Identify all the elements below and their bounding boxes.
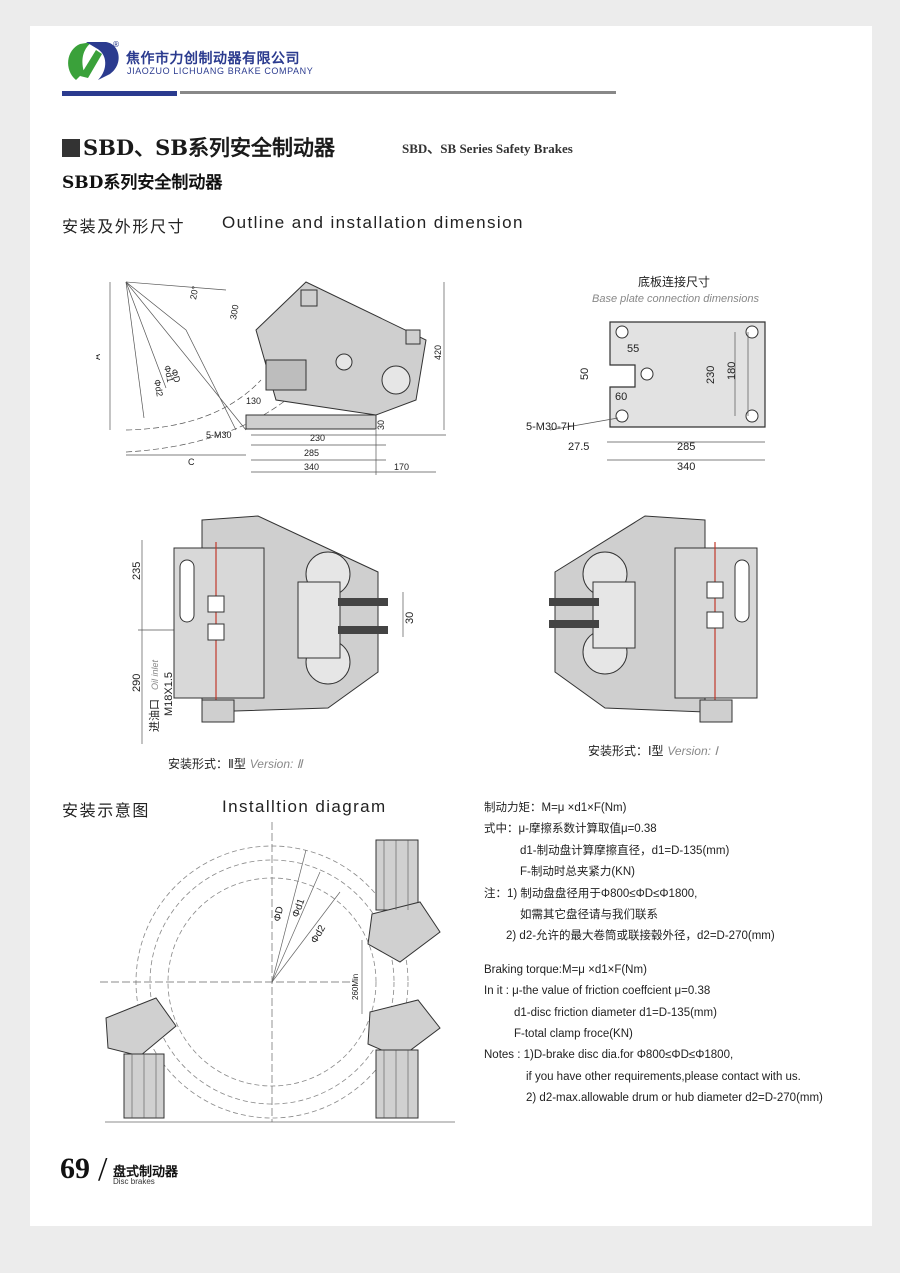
note-cn-7: 2) d2-允许的最大卷筒或联接毂外径，d2=D-270(mm): [506, 930, 775, 943]
dim-d0-label: ΦD: [169, 368, 182, 384]
base-plate-drawing: 底板连接尺寸 Base plate connection dimensions …: [526, 274, 766, 473]
dim-420-label: 420: [433, 345, 443, 360]
note-en-7: 2) d2-max.allowable drum or hub diameter…: [526, 1092, 823, 1105]
dim-230-base-label: 230: [705, 366, 717, 384]
dim-130-label: 130: [246, 396, 261, 406]
note-cn-4: F-制动时总夹紧力(KN): [520, 866, 635, 879]
note-cn-1: 制动力矩：M=μ ×d1×F(Nm): [484, 802, 627, 814]
dim-340-label: 340: [304, 462, 319, 472]
front-view-version1: [549, 515, 758, 723]
version1-caption: 安装形式：Ⅰ型 Version: Ⅰ: [588, 744, 718, 758]
section-outline-en: Outline and installation dimension: [222, 213, 524, 232]
dim-235-label: 235: [131, 562, 143, 580]
formula-notes: 制动力矩：M=μ ×d1×F(Nm) 式中：μ-摩擦系数计算取值μ=0.38 d…: [484, 798, 864, 1110]
dim-290-label: 290: [131, 674, 143, 692]
note-en-6: if you have other requirements,please co…: [526, 1070, 801, 1083]
note-cn-2: 式中：μ-摩擦系数计算取值μ=0.38: [484, 823, 657, 836]
company-name-cn: 焦作市力创制动器有限公司: [126, 51, 300, 67]
company-logo-icon: [68, 42, 119, 80]
header-rule-gray: [180, 91, 616, 94]
base-plate-title-en: Base plate connection dimensions: [592, 293, 759, 305]
note-en-2: In it : μ-the value of friction coeffcie…: [484, 985, 711, 998]
dim-55-label: 55: [627, 343, 639, 355]
footer-category-cn: 盘式制动器: [113, 1165, 179, 1180]
dim-170-label: 170: [394, 462, 409, 472]
diagram-min-label: 260Min: [351, 974, 360, 1000]
page-number: 69: [60, 1152, 90, 1185]
side-view-drawing: A C ΦD Φd2 Φd1 20° 300 420 130 5-M30 230…: [96, 281, 446, 475]
version2-caption: 安装形式：Ⅱ型 Version: Ⅱ: [168, 757, 303, 771]
dim-a-label: A: [96, 354, 102, 360]
dim-30-label: 30: [376, 420, 386, 430]
diagram-d0-label: ΦD: [272, 905, 286, 922]
oil-inlet-cn-label: 进油口: [147, 699, 161, 732]
section-install-en: Installtion diagram: [222, 797, 387, 816]
dim-angle-label: 20°: [188, 285, 200, 301]
thread-label: M18X1.5: [163, 672, 175, 716]
dim-27-label: 27.5: [568, 441, 589, 453]
note-cn-5: 注：1) 制动盘盘径用于Φ800≤ΦD≤Φ1800,: [484, 887, 698, 900]
page-subtitle: SBD系列安全制动器: [62, 173, 223, 193]
dim-d1-label: Φd1: [162, 364, 175, 383]
header-rule-blue: [62, 91, 177, 96]
dim-50-label: 50: [579, 368, 591, 380]
page-title: SBD、SB系列安全制动器: [62, 132, 335, 162]
dim-bolt-base-label: 5-M30-7H: [526, 421, 575, 433]
registered-mark: ®: [112, 40, 120, 49]
note-cn-3: d1-制动盘计算摩擦直径，d1=D-135(mm): [520, 844, 730, 857]
dim-60-label: 60: [615, 391, 627, 403]
note-en-4: F-total clamp froce(KN): [514, 1028, 633, 1041]
dim-340-base-label: 340: [677, 461, 695, 473]
note-en-3: d1-disc friction diameter d1=D-135(mm): [514, 1006, 717, 1019]
front-view-version2: 235 290 30 进油口 Oil inlet M18X1.5: [131, 515, 416, 744]
dim-180-label: 180: [726, 362, 738, 380]
dim-230-label: 230: [310, 433, 325, 443]
dim-285-label: 285: [304, 448, 319, 458]
dim-bolt-label: 5-M30: [206, 430, 232, 440]
base-plate-title-cn: 底板连接尺寸: [638, 274, 710, 289]
company-name-en: JIAOZUO LICHUANG BRAKE COMPANY: [127, 66, 314, 76]
installation-diagram: ΦD Φd1 Φd2 260Min: [100, 822, 455, 1123]
dim-c-label: C: [188, 457, 195, 467]
section-install-cn: 安装示意图: [62, 801, 151, 820]
section-outline-cn: 安装及外形尺寸: [62, 217, 186, 236]
page-title-en: SBD、SB Series Safety Brakes: [402, 141, 573, 156]
note-en-5: Notes : 1)D-brake disc dia.for Φ800≤ΦD≤Φ…: [484, 1049, 734, 1062]
footer-category-en: Disc brakes: [113, 1177, 155, 1186]
note-en-1: Braking torque:M=μ ×d1×F(Nm): [484, 963, 647, 976]
page-number-slash: /: [98, 1151, 108, 1188]
note-cn-6: 如需其它盘径请与我们联系: [520, 909, 658, 922]
dim-30-front-label: 30: [404, 612, 416, 624]
diagram-d2-label: Φd2: [309, 923, 328, 945]
oil-inlet-en-label: Oil inlet: [150, 659, 160, 690]
dim-d2-label: Φd2: [152, 379, 165, 398]
dim-300-label: 300: [228, 304, 240, 321]
dim-285-base-label: 285: [677, 441, 695, 453]
